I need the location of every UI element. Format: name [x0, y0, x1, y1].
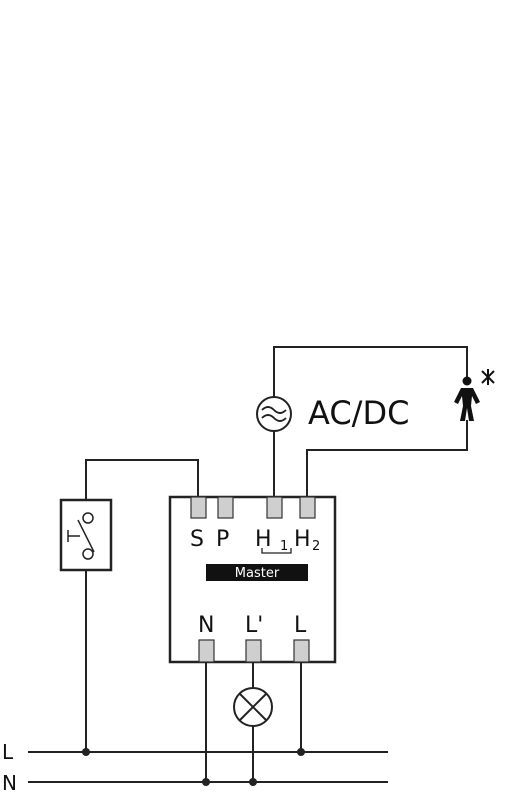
terminal-label-lprime: L' — [245, 613, 263, 638]
terminal-label-l: L — [294, 613, 307, 638]
wire-pushbutton-s — [85, 459, 199, 500]
terminal-label-h1-sub: 1 — [280, 539, 288, 554]
terminal-label-h2: H — [294, 527, 311, 552]
terminal-h1 — [266, 496, 283, 519]
terminal-h2 — [299, 496, 316, 519]
motion-sensor-person-icon — [454, 369, 495, 421]
terminal-label-h1: H — [255, 527, 272, 552]
terminal-label-h2-sub: 2 — [312, 539, 320, 554]
wire-sensor-h2 — [306, 420, 468, 497]
terminal-label-p: P — [216, 527, 229, 552]
h-terminal-bracket — [261, 548, 292, 554]
ac-dc-supply-icon — [256, 396, 292, 432]
supply-label: AC/DC — [308, 394, 409, 432]
junction-dot — [202, 778, 210, 786]
terminal-p — [217, 496, 234, 519]
wire-supply-sensor — [273, 346, 468, 397]
pushbutton-switch-icon — [59, 498, 113, 572]
junction-dot — [297, 748, 305, 756]
terminal-lprime — [245, 639, 262, 663]
terminal-s — [190, 496, 207, 519]
terminal-l — [293, 639, 310, 663]
lamp-icon — [233, 687, 273, 727]
label-l: L — [2, 740, 14, 764]
master-label: Master — [235, 566, 280, 581]
terminal-label-n: N — [198, 613, 214, 638]
label-n: N — [2, 771, 17, 795]
junction-dot — [249, 778, 257, 786]
terminal-n — [198, 639, 215, 663]
junction-dot — [82, 748, 90, 756]
master-bar — [206, 564, 308, 581]
terminal-label-s: S — [190, 527, 204, 552]
